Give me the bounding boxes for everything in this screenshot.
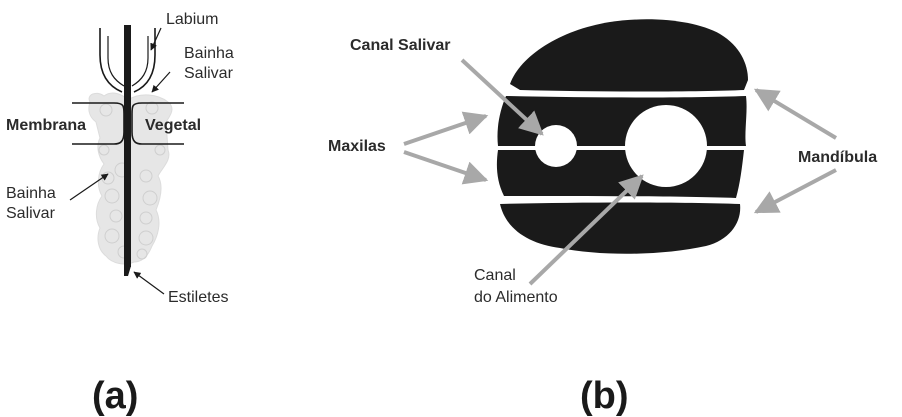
maxilas-arrow-upper bbox=[403, 111, 489, 146]
label-membrana: Membrana bbox=[6, 117, 86, 134]
estiletes-pointer bbox=[133, 271, 165, 295]
mandibula-arrow-upper bbox=[753, 88, 838, 140]
panel-b: Canal Salivar Maxilas Mandíbula Canal do… bbox=[328, 19, 877, 417]
maxilla-upper bbox=[497, 96, 747, 146]
label-mandibula: Mandíbula bbox=[798, 149, 877, 166]
label-labium: Labium bbox=[166, 11, 218, 28]
label-bainha-left-2: Salivar bbox=[6, 205, 56, 222]
bainha-left-pointer bbox=[69, 173, 109, 201]
canal-alimento-arrow bbox=[528, 174, 644, 286]
maxilas-arrow-lower bbox=[403, 150, 489, 185]
labium-inner-outline bbox=[107, 36, 149, 87]
caption-b: (b) bbox=[580, 375, 629, 417]
stylets-tip bbox=[124, 266, 131, 276]
labium-outline bbox=[99, 28, 156, 93]
label-bainha-top-2: Salivar bbox=[184, 65, 234, 82]
label-bainha-left-1: Bainha bbox=[6, 185, 56, 202]
food-canal bbox=[625, 105, 707, 187]
stylet-cross-section bbox=[496, 19, 748, 254]
label-canal-alimento-1: Canal bbox=[474, 267, 516, 284]
mandible-top bbox=[510, 19, 748, 92]
canal-salivar-arrow bbox=[460, 58, 544, 136]
label-maxilas: Maxilas bbox=[328, 138, 386, 155]
panel-a: Labium Bainha Salivar Membrana Vegetal B… bbox=[6, 11, 234, 417]
label-vegetal: Vegetal bbox=[145, 117, 201, 134]
mandibula-arrow-lower bbox=[753, 168, 837, 214]
maxilla-lower bbox=[496, 150, 744, 198]
salivary-canal bbox=[535, 125, 577, 167]
caption-a: (a) bbox=[92, 375, 138, 417]
mandible-bottom bbox=[500, 202, 741, 254]
stylets-bundle bbox=[124, 25, 131, 267]
label-estiletes: Estiletes bbox=[168, 289, 228, 306]
label-bainha-top-1: Bainha bbox=[184, 45, 234, 62]
bainha-top-pointer bbox=[151, 71, 171, 93]
label-canal-salivar: Canal Salivar bbox=[350, 37, 451, 54]
labium-pointer bbox=[150, 27, 162, 51]
label-canal-alimento-2: do Alimento bbox=[474, 289, 558, 306]
